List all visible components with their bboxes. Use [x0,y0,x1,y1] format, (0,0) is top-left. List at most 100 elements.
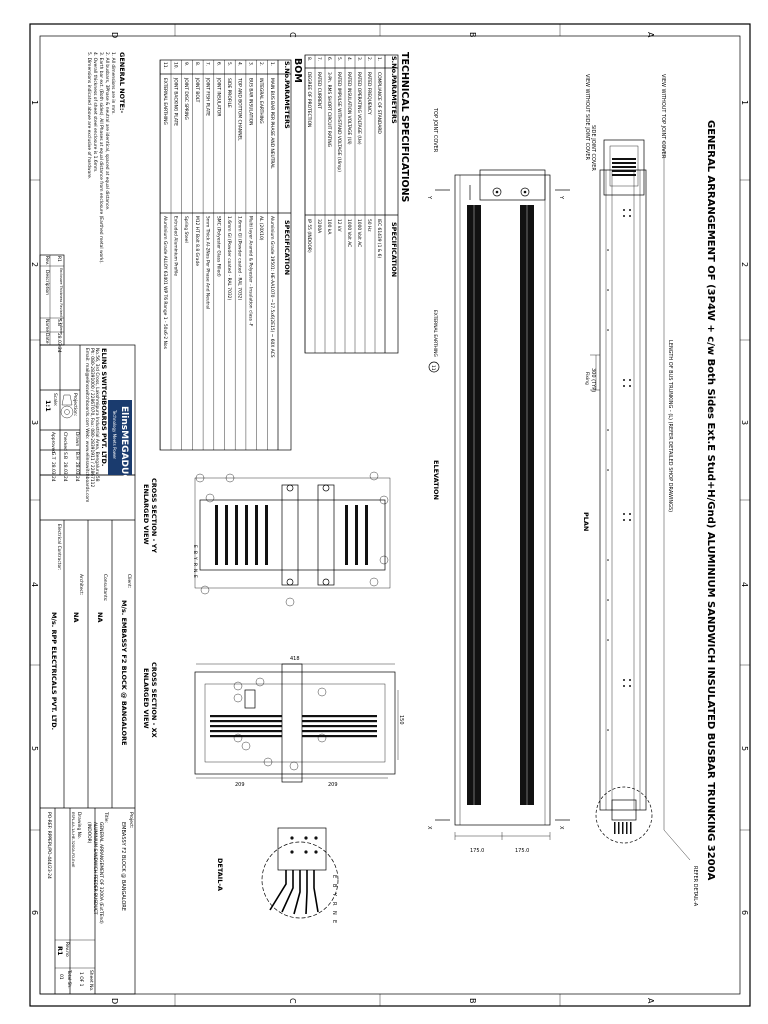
zone-row-b-bottom: B [468,998,477,1004]
tech-row-sno: 8. [306,57,312,61]
title-block-rev-hdr-3: Date [44,333,50,344]
bom-row-param: SIDE PROFILE [226,78,232,108]
bom-row-sno: 10. [173,62,179,69]
bom-row-sno: 6. [215,62,221,66]
zone-col-6-right: 6 [740,910,749,915]
title-block-project-label: Project: [128,812,134,829]
title-block-rev-row-2: S.B [56,319,62,326]
zone-col-3-left: 3 [30,420,39,425]
tech-row-sno: 6. [326,57,332,61]
bom-row-sno: 7. [205,62,211,66]
bom-row-sno: 9. [183,62,189,66]
company-address: No.56, 3rd Cross, Lakshmipura Industrial… [94,348,100,482]
phase-letter-y: Y [192,556,198,560]
elevation-label: ELEVATION [432,460,440,500]
drawing-number: ESPL-AA-1A-HE-3200A-FD-ExtE [71,812,75,868]
project-name: EMBASSY F2 BLOCK @ BANGALORE [120,822,126,911]
tech-row-spec: 100 kA [326,219,332,234]
title-block-rev-row-1: Enclosure Thickness Revised to 1.6mm [59,268,63,335]
title-block-contractor-label: Electrical Contractor: [56,524,62,570]
detail-a: E B Y R N E DETAIL-A [216,827,339,923]
tech-row-param: RATED IMPULSE WITHSTAND VOLTAGE (Uimp) [336,72,342,172]
dim-175-b: 175.0 [515,848,529,854]
zone-col-5-right: 5 [740,746,749,751]
bom-row-spec: Aluminium Grade ALLOY 63401 WP T6 Range … [162,216,168,350]
phase-letter-b: B [192,551,198,554]
title-block-rev-hdr-2: Name [44,319,50,332]
tech-row-spec: 1000 Volt AC [346,219,352,247]
dim-418: 418 [290,656,300,662]
zone-row-c-top: C [288,32,297,38]
general-note-items-0: 1. All dimensions are in mm. [110,52,116,115]
callouts-dim-300: 300 (TYP) [590,368,596,392]
zone-row-a-top: A [646,32,655,38]
bom-row-spec: Multi layer Aramid & Polyester - Insulat… [247,216,253,327]
external-earthing-label: EXTERNAL EARTHING [432,310,438,357]
plan-view: PLAN LENGTH OF BUS TRUNKING - (L) (REFER… [432,74,698,907]
bom-row-param: BUS BAR INSULATION [247,78,253,125]
scale-value: 1:1 [44,400,52,412]
bom-row-spec: SMC (Polyester Glass Filled) [215,216,221,277]
tech-row-spec: IP 55 (INDOOR) [306,219,312,253]
title-block-total-label: Total Sh. [66,969,72,989]
po-ref: PO-REF: RPPEPL/PO-444/23-24 [46,812,52,879]
technical-headers-2: SPECIFICATION [390,222,398,277]
bom-title: BOM [292,58,303,83]
bom-row-sno: 4. [237,62,243,66]
technical-headers-1: PARAMETERS [390,75,398,124]
tech-row-spec: 3200A [316,219,322,233]
section-x-left: X [426,826,432,830]
refer-detail-a-label: REFER DETAIL-A [692,866,698,907]
phase-letter-e2: E [192,575,198,578]
callouts-phase-letters-5: E [331,920,337,923]
callouts-phase-letters-4: N [331,911,337,915]
zone-col-2-left: 2 [30,262,39,267]
zone-col-5-left: 5 [30,746,39,751]
tech-row-sno: 5. [336,57,342,61]
section-x-right: X [558,826,564,830]
bom-row-param: INTEGRAL EARTHING [258,78,264,124]
detail-a-label: DETAIL-A [216,858,224,891]
cross-section-yy: E B Y R N E CROSS SECTION - YY ENLARGED … [142,471,391,607]
drawing-title: GENERAL ARRANGEMENT OF (3P4W + c/w Both … [705,120,716,881]
length-note: LENGTH OF BUS TRUNKING - (L) (REFER DETA… [667,340,673,512]
title-block-checked-date: 28.03.24 [62,462,68,482]
zone-row-d-top: D [110,32,119,38]
bom-row-spec: 1.6mm GI (Powder coated - RAL 7032) [226,216,232,300]
consultant-name: NA [96,612,104,622]
tech-row-sno: 1. [376,57,382,61]
title-block: ElinsMEGADUCT Technology Meets Power ELI… [39,254,136,995]
title-block-drawing-no-label: Drawing No. [76,812,82,839]
bom-row-spec: Spring Steel [183,216,189,243]
bom-row-spec: 5mm Thick Al-2Nos Per Phase And Neutral [205,216,211,309]
company-name: ELINS SWITCHBOARDS PVT. LTD. [100,348,108,466]
bom-row-spec: Extruded Aluminium Profile [173,216,179,276]
phase-letter-e1: E [192,545,198,548]
tech-row-spec: 1000 Volt AC [356,219,362,247]
svg-text:11: 11 [430,365,436,371]
callouts-phase-letters-3: R [331,902,337,906]
dim-209-a: 209 [235,782,245,788]
zone-col-2-right: 2 [740,262,749,267]
zone-col-3-right: 3 [740,420,749,425]
architect-name: NA [72,612,80,622]
dwg-title-2: ALUMINIUM SANDWICH FEEDER BUSDUCT [92,822,98,915]
scale-label: Scale: [52,393,58,406]
sheet-no: 1 OF 1 [78,972,84,987]
plan-label: PLAN [582,512,590,531]
bom-row-param: JOINT DISC SPRING [183,77,189,120]
title-block-checked: S.B [62,452,68,459]
technical-spec-table: TECHNICAL SPECIFICATIONS S.No. PARAMETER… [304,52,410,354]
bom-headers-0: S.No. [283,61,291,81]
zone-labels: A B C D A B C D 1 2 3 4 5 6 1 2 3 4 5 6 [30,32,749,1004]
tech-row-spec: 12 kV [336,219,342,232]
top-joint-cover-label: TOP JOINT COVER [432,107,438,153]
rev-no: R1 [56,946,64,956]
dim-209-b: 209 [328,782,338,788]
zone-col-4-right: 4 [740,582,749,587]
bom-row-param: TOP AND BOTTOM CHANNEL [237,77,243,141]
dim-175-a: 175.0 [470,848,484,854]
bom-row-spec: Aluminium Grade 19501: HE-AA1070 ~17.5x6… [269,216,275,358]
section-y-left: Y [426,195,432,200]
